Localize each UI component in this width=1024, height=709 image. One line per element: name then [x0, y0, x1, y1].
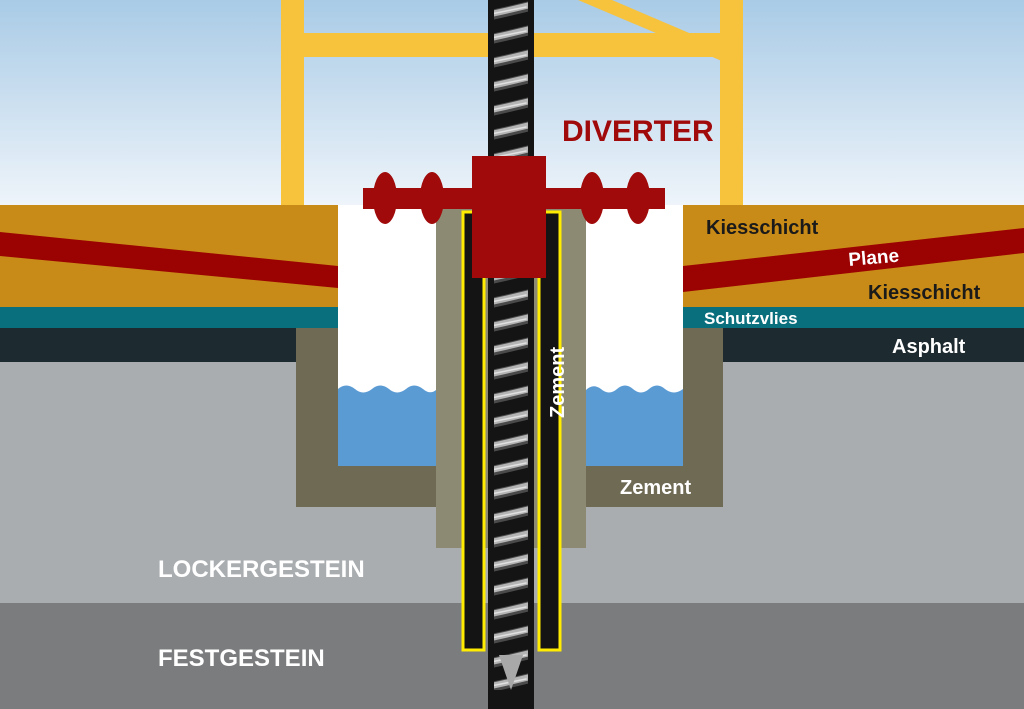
label-diverter: DIVERTER [562, 115, 714, 148]
cement-outline-right [537, 210, 562, 652]
surface-layers-right [683, 205, 1024, 362]
label-zement-vertical: Zement [547, 347, 569, 418]
label-kiesschicht-bottom: Kiesschicht [868, 282, 981, 304]
label-lockergestein: LOCKERGESTEIN [158, 556, 365, 583]
label-schutzvlies: Schutzvlies [704, 309, 798, 328]
label-kiesschicht-top: Kiesschicht [706, 217, 819, 239]
cellar-water [338, 385, 683, 466]
drill-string [488, 0, 534, 709]
diverter [363, 156, 665, 278]
label-plane: Plane [848, 246, 900, 271]
label-zement-cellar: Zement [620, 477, 691, 499]
label-festgestein: FESTGESTEIN [158, 645, 325, 672]
derrick-frame [281, 0, 743, 205]
surface-layers-left [0, 205, 338, 362]
label-asphalt: Asphalt [892, 336, 966, 358]
